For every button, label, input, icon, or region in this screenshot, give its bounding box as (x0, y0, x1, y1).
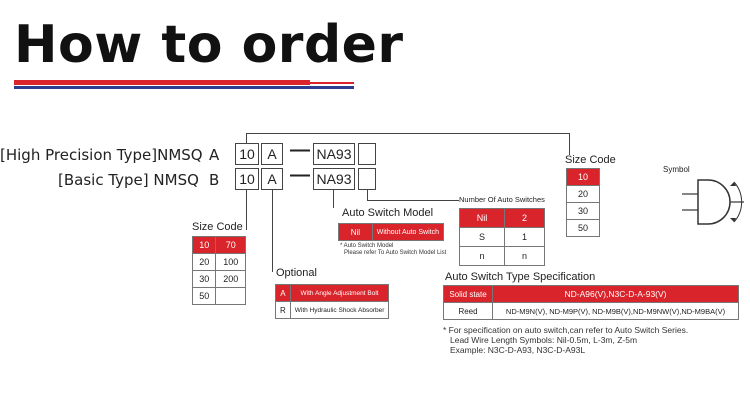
row1-prefix: [High Precision Type]NMSQ (0, 146, 203, 164)
row2-letter: B (209, 171, 220, 189)
table-cell: With Angle Adjustment Bolt (289, 284, 390, 302)
row1-count-box (358, 143, 376, 165)
table-cell: S (459, 227, 505, 247)
table-cell: 10 (566, 168, 600, 186)
row2-switch-box: NA93 (313, 168, 355, 190)
table-cell: R (275, 301, 291, 319)
table-cell: ND-M9N(V), ND-M9P(V), ND-M9B(V),ND-M9NW(… (492, 302, 739, 320)
table-cell: 20 (191, 253, 217, 271)
page-title: How to order (14, 15, 404, 75)
row1-option-box: A (261, 143, 283, 165)
table-cell: 100 (215, 253, 246, 271)
connector (272, 190, 273, 272)
table-cell: Reed (443, 302, 493, 320)
auto-switch-note-1: * Auto Switch Model (340, 243, 394, 249)
table-cell: 70 (215, 236, 246, 254)
table-cell: ND-A96(V),N3C-D-A-93(V) (492, 285, 739, 303)
table-cell: n (504, 246, 545, 266)
num-switches-label: Number Of Auto Switches (459, 195, 545, 204)
note-line: * For specification on auto switch,can r… (443, 325, 689, 335)
table-cell (215, 287, 246, 305)
table-cell: Nil (338, 223, 373, 241)
table-cell: A (275, 284, 291, 302)
table-cell: Without Auto Switch (371, 223, 445, 241)
connector (569, 133, 570, 155)
table-cell: 2 (504, 208, 545, 228)
connector (333, 190, 334, 208)
table-cell: 30 (191, 270, 217, 288)
table-cell: With Hydraulic Shock Absorber (289, 301, 390, 319)
row2-option-box: A (261, 168, 283, 190)
auto-switch-note-2: Please refer To Auto Switch Model List (344, 250, 447, 256)
table-cell: 200 (215, 270, 246, 288)
table-cell: 30 (566, 202, 600, 220)
rotary-actuator-symbol-icon (682, 179, 744, 225)
connector (246, 133, 570, 134)
note-line: Lead Wire Length Symbols: Nil-0.5m, L-3m… (450, 335, 638, 345)
row1-bore-box: 10 (235, 143, 259, 165)
title-underline-red-accent (300, 82, 354, 84)
size-code-left-label: Size Code (192, 221, 243, 233)
title-underline-blue (14, 86, 354, 89)
symbol-label: Symbol (663, 165, 690, 174)
row1-letter: A (209, 146, 220, 164)
optional-label: Optional (276, 267, 317, 279)
size-code-right-label: Size Code (565, 154, 616, 166)
table-cell: 20 (566, 185, 600, 203)
table-cell: 50 (566, 219, 600, 237)
table-cell: 50 (191, 287, 217, 305)
connector (367, 200, 459, 201)
row2-dash: — (290, 164, 310, 186)
table-cell: Solid state (443, 285, 493, 303)
title-underline-red (14, 80, 310, 85)
auto-switch-model-label: Auto Switch Model (342, 207, 434, 219)
table-cell: 10 (191, 236, 217, 254)
table-cell: n (459, 246, 505, 266)
connector (246, 133, 247, 143)
auto-switch-type-label: Auto Switch Type Specification (445, 271, 596, 283)
row2-bore-box: 10 (235, 168, 259, 190)
connector (246, 190, 247, 230)
note-line: Example: N3C-D-A93, N3C-D-A93L (450, 345, 586, 355)
row2-count-box (358, 168, 376, 190)
row1-dash: — (290, 139, 310, 161)
row2-prefix: [Basic Type] NMSQ (58, 171, 199, 189)
size-code-right-table: 10 20 30 50 (566, 168, 600, 237)
table-cell: Nil (459, 208, 505, 228)
row1-switch-box: NA93 (313, 143, 355, 165)
table-cell: 1 (504, 227, 545, 247)
connector (367, 190, 368, 200)
